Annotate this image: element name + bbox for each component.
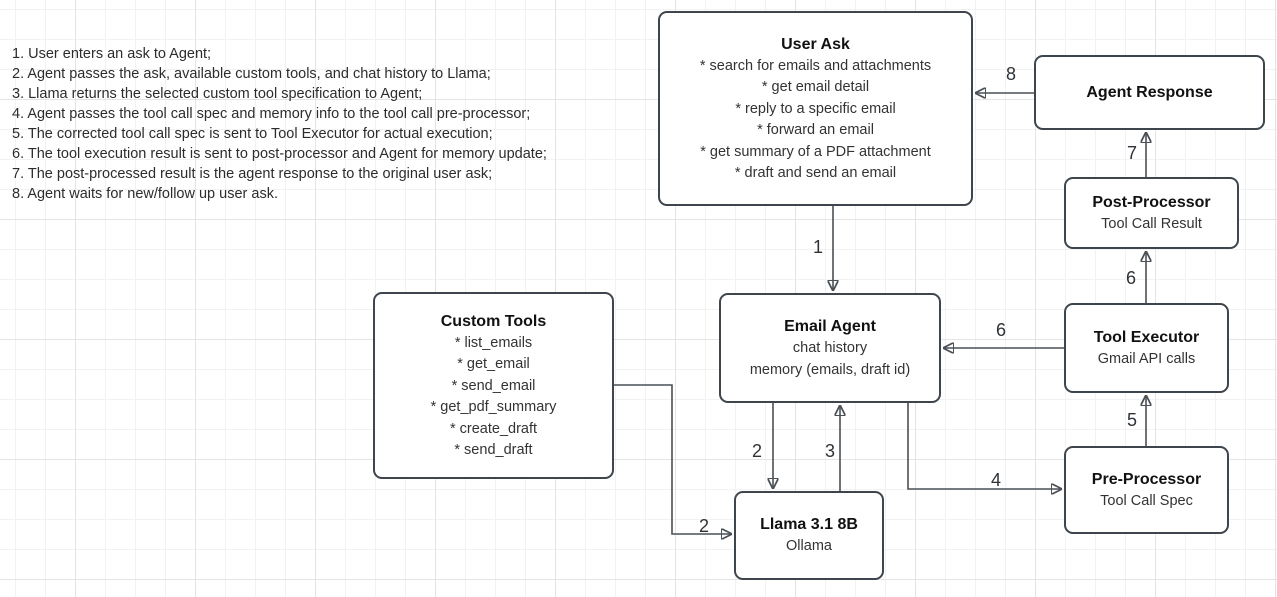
step-item-2: 2. Agent passes the ask, available custo… (12, 66, 491, 82)
edge-label-2a: 2 (751, 441, 763, 461)
node-title: Tool Executor (1093, 328, 1200, 346)
step-item-7: 7. The post-processed result is the agen… (12, 166, 493, 182)
node-line: memory (emails, draft id) (749, 361, 911, 378)
node-line: * get_email (457, 356, 530, 372)
node-line: * reply to a specific email (735, 100, 896, 117)
node-title: Email Agent (784, 318, 876, 335)
edge-label-6a: 6 (1125, 268, 1137, 288)
edge-label-2b: 2 (698, 516, 710, 536)
edge-label-4: 4 (990, 470, 1002, 490)
node-tool-executor: Tool Executor Gmail API calls (1064, 303, 1229, 393)
edge-label-1: 1 (812, 237, 824, 257)
node-line: Ollama (786, 538, 832, 555)
node-title: Llama 3.1 8B (760, 516, 858, 534)
step-item-1: 1. User enters an ask to Agent; (12, 46, 212, 62)
step-item-8: 8. Agent waits for new/follow up user as… (12, 186, 278, 202)
node-line: * list_emails (454, 334, 533, 351)
node-title: Post-Processor (1092, 193, 1211, 211)
edge-label-8: 8 (1005, 64, 1017, 84)
node-line: chat history (792, 340, 868, 356)
node-agent-response: Agent Response (1034, 55, 1265, 130)
node-title: Pre-Processor (1091, 470, 1202, 488)
node-line: * get summary of a PDF attachment (700, 143, 931, 160)
step-item-3: 3. Llama returns the selected custom too… (12, 86, 423, 102)
node-line: Gmail API calls (1097, 350, 1196, 367)
node-post-processor: Post-Processor Tool Call Result (1064, 177, 1239, 249)
edge-label-6b: 6 (995, 320, 1007, 340)
node-line: * search for emails and attachments (699, 57, 932, 74)
edge-label-7: 7 (1126, 143, 1138, 163)
node-email-agent: Email Agent chat history memory (emails,… (719, 293, 941, 403)
node-line: * forward an email (757, 122, 874, 138)
node-line: * create_draft (449, 420, 538, 437)
edge-4-emailagent-to-preprocessor (907, 403, 1061, 489)
node-title: User Ask (781, 35, 850, 53)
node-line: Tool Call Spec (1100, 492, 1193, 509)
node-user-ask: User Ask * search for emails and attachm… (658, 11, 973, 206)
node-line: * send_draft (454, 442, 533, 458)
edge-2-customtools-to-llama (614, 384, 731, 534)
edge-label-3: 3 (824, 441, 836, 461)
node-pre-processor: Pre-Processor Tool Call Spec (1064, 446, 1229, 534)
step-item-6: 6. The tool execution result is sent to … (12, 146, 547, 162)
step-item-4: 4. Agent passes the tool call spec and m… (12, 106, 531, 122)
node-title: Agent Response (1086, 84, 1213, 101)
node-line: * get email detail (761, 79, 870, 95)
node-line: * draft and send an email (734, 165, 897, 181)
node-line: Tool Call Result (1101, 215, 1202, 232)
node-line: * get_pdf_summary (430, 399, 557, 415)
node-llama: Llama 3.1 8B Ollama (734, 491, 884, 580)
node-line: * send_email (451, 377, 536, 394)
workflow-steps: 1. User enters an ask to Agent; 2. Agent… (12, 44, 652, 204)
node-title: Custom Tools (440, 312, 547, 330)
node-custom-tools: Custom Tools * list_emails * get_email *… (373, 292, 614, 479)
edge-label-5: 5 (1126, 410, 1138, 430)
step-item-5: 5. The corrected tool call spec is sent … (12, 126, 493, 142)
